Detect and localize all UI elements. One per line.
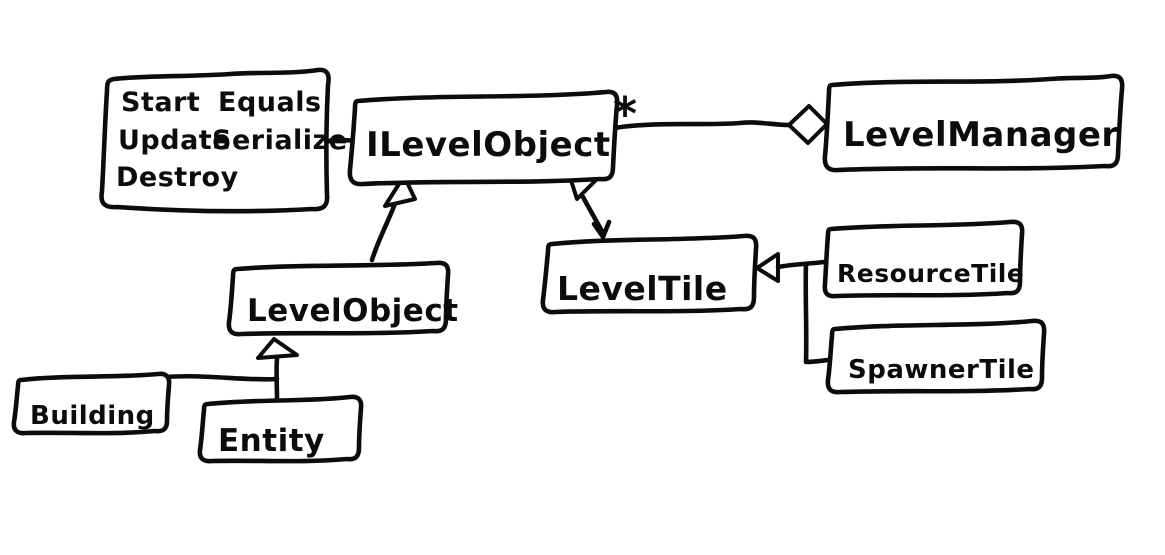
node-resourcetile: ResourceTile — [822, 219, 1025, 299]
building-line — [164, 373, 280, 382]
edge-aggregation-levelmanager — [611, 104, 829, 145]
building-box-outline — [11, 371, 172, 436]
method-label: Serialize — [212, 125, 348, 156]
leveltile-box-outline — [540, 233, 759, 315]
class-name-label: LevelObject — [247, 293, 459, 329]
method-label: Equals — [218, 87, 322, 118]
node-levelobject: LevelObject — [226, 260, 459, 337]
method-label: Destroy — [116, 162, 239, 193]
node-spawnertile: SpawnerTile — [825, 318, 1047, 395]
methods-box-outline — [99, 67, 331, 214]
node-building: Building — [11, 371, 172, 436]
class-name-label: SpawnerTile — [848, 355, 1035, 385]
method-label: Start — [121, 87, 200, 118]
node-ilevelobject: ILevelObject * — [347, 87, 638, 187]
levelmanager-box-outline — [822, 73, 1125, 173]
spawnertile-box-outline — [825, 318, 1047, 395]
node-methods-box: Start Update Destroy Equals Serialize — [99, 67, 348, 214]
levelobject-box-outline — [226, 260, 451, 337]
class-name-label: ResourceTile — [837, 259, 1024, 288]
class-name-label: LevelTile — [557, 269, 728, 308]
node-levelmanager: LevelManager — [822, 73, 1125, 173]
aggregation-line — [611, 120, 792, 131]
edge-inheritance-tiles — [755, 252, 831, 365]
class-name-label: LevelManager — [843, 115, 1119, 155]
method-label: Update — [118, 125, 231, 156]
inheritance-line — [369, 198, 399, 263]
spawnertile-line — [803, 261, 831, 365]
inheritance-arrowhead-icon — [256, 337, 299, 360]
entity-box-outline — [197, 394, 364, 464]
node-leveltile: LevelTile — [540, 233, 759, 315]
inheritance-arrowhead-icon — [755, 252, 780, 283]
class-name-label: Building — [30, 401, 155, 431]
edge-inheritance-levelobject — [369, 174, 417, 263]
resourcetile-box-outline — [822, 219, 1025, 299]
class-name-label: Entity — [218, 423, 325, 459]
arrow-tick-icon — [591, 219, 612, 240]
inheritance-line — [580, 194, 606, 236]
ilevelobject-box-outline — [347, 89, 620, 187]
class-name-label: ILevelObject — [366, 125, 611, 165]
node-entity: Entity — [197, 394, 364, 464]
edge-inheritance-building-entity — [164, 337, 299, 402]
aggregation-diamond-icon — [787, 104, 829, 145]
multiplicity-label: * — [613, 87, 638, 141]
resourcetile-line — [775, 259, 827, 270]
